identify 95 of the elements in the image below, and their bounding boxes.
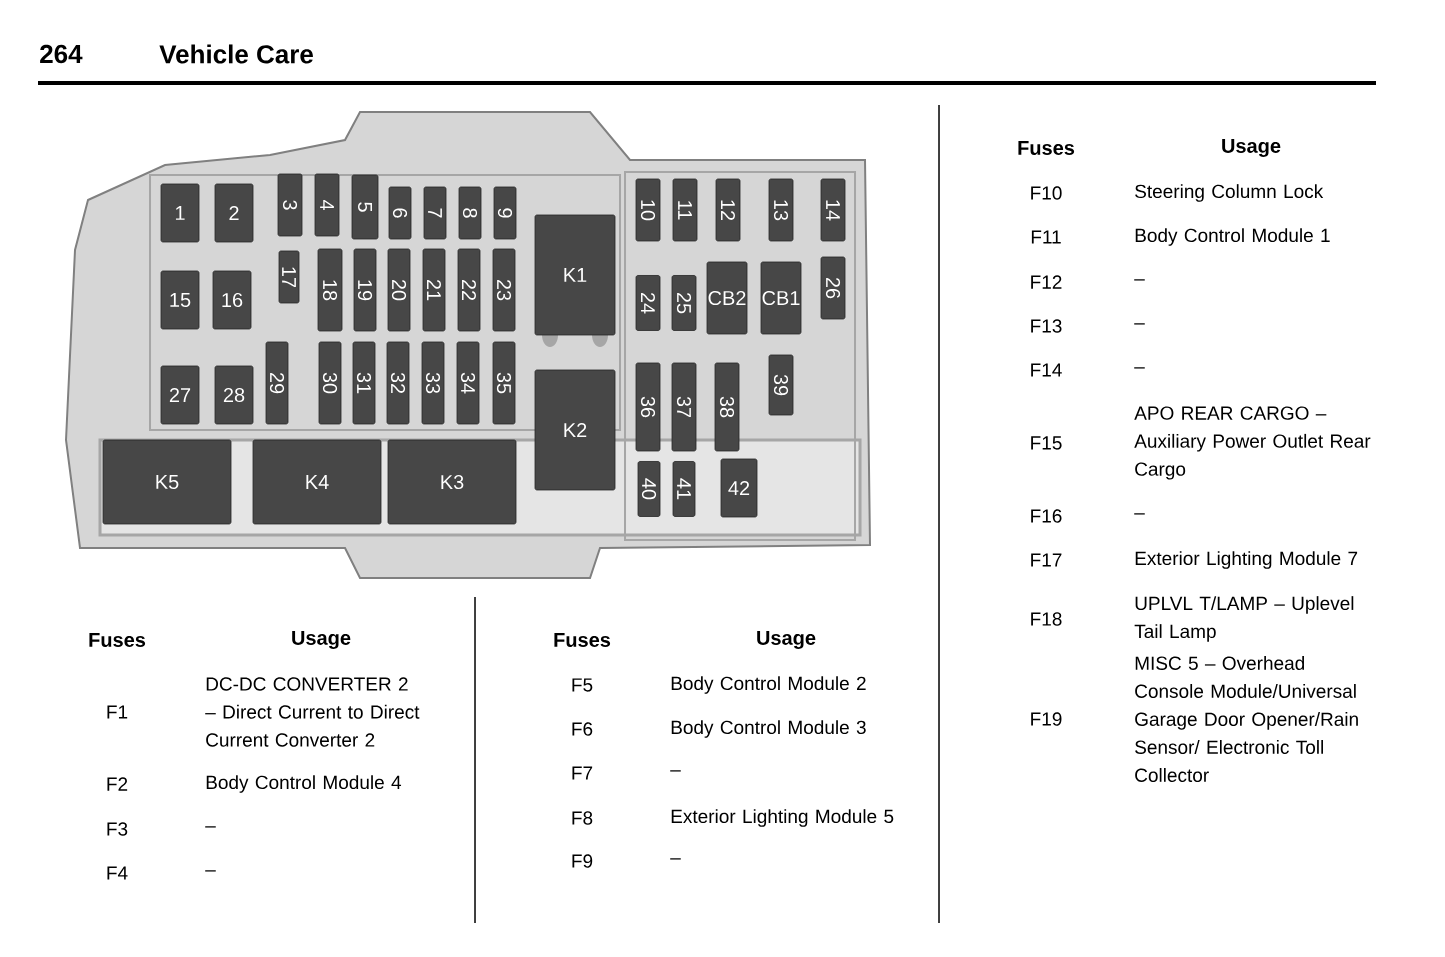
relay-block: K3: [387, 439, 517, 525]
fuse-block: 35: [492, 341, 516, 425]
usage-text: –: [205, 826, 216, 828]
fuse-block: 8: [458, 186, 482, 240]
fuse-number: F16: [1031, 509, 1062, 523]
fuse-block: 23: [492, 248, 516, 332]
relay-block: K5: [102, 439, 232, 525]
column-header: Usage: [1222, 139, 1281, 157]
usage-text: –: [670, 770, 681, 772]
fuse-block: 38: [714, 362, 740, 452]
relay-block: K4: [252, 439, 382, 525]
fuse-block: 30: [318, 341, 342, 425]
usage-text: Body Control Module 1: [1135, 228, 1330, 246]
fuse-block: 26: [820, 256, 846, 320]
fuse-block: 29: [265, 341, 289, 425]
fuse-number: F3: [107, 822, 128, 836]
fuse-block: 19: [353, 248, 377, 332]
fuse-block: 21: [422, 248, 446, 332]
fuse-number: F11: [1031, 230, 1061, 244]
fuse-number: F7: [572, 766, 593, 780]
usage-text: APO REAR CARGO – Auxiliary Power Outlet Rear Cargo: [1134, 406, 1371, 480]
fuse-block: 42: [720, 458, 758, 518]
fuse-number: F17: [1031, 553, 1062, 567]
column-header: Fuses: [1018, 141, 1075, 155]
fuse-block: 13: [768, 178, 794, 242]
usage-text: Exterior Lighting Module 5: [671, 809, 894, 827]
fuse-block: 24: [635, 275, 661, 331]
usage-text: –: [670, 858, 681, 860]
fuse-block: 3: [277, 173, 303, 237]
fuse-block: 5: [351, 174, 379, 240]
fuse-number: F8: [572, 811, 593, 825]
fuse-number: F6: [572, 722, 593, 736]
usage-text: –: [1134, 279, 1145, 281]
usage-text: Body Control Module 4: [206, 775, 402, 793]
fuse-block: CB2: [706, 261, 748, 335]
fuse-number: F12: [1031, 275, 1062, 289]
column-header: Fuses: [89, 633, 146, 647]
usage-text: Body Control Module 2: [671, 676, 866, 694]
fuse-block: 16: [212, 270, 252, 330]
relay-block: K2: [534, 369, 616, 491]
fuse-block: 2: [214, 183, 254, 243]
fuse-block: 7: [423, 186, 447, 240]
fuse-block: 34: [456, 341, 480, 425]
fuse-block: 14: [820, 178, 846, 242]
fuse-number: F10: [1031, 186, 1062, 200]
fuse-number: F2: [107, 777, 128, 791]
fuse-block: 18: [317, 248, 343, 332]
fuse-block: 37: [671, 362, 697, 452]
fuse-block: 6: [388, 186, 412, 240]
fuse-block: 39: [768, 354, 794, 416]
fuse-number: F14: [1031, 363, 1062, 377]
fuse-number: F1: [107, 705, 128, 719]
fuse-block: 4: [314, 173, 340, 237]
fuse-number: F4: [107, 866, 128, 880]
usage-text: –: [1134, 323, 1145, 325]
column-header: Fuses: [554, 633, 611, 647]
fuse-block: 41: [672, 461, 696, 517]
fuse-block: 9: [493, 186, 517, 240]
fuse-block: 36: [635, 362, 661, 452]
fuse-block: 1: [160, 183, 200, 243]
fuse-block: 25: [671, 275, 697, 331]
page-title: Vehicle Care: [159, 44, 313, 64]
fuse-block: 33: [421, 341, 445, 425]
column-header: Usage: [292, 631, 351, 649]
page-number: 264: [40, 44, 83, 64]
fuse-block: 28: [214, 365, 254, 425]
fuse-block: 12: [715, 178, 741, 242]
fuse-block: 27: [160, 365, 200, 425]
fuse-block: CB1: [760, 261, 802, 335]
usage-text: –: [1134, 513, 1145, 515]
usage-text: –: [1134, 367, 1145, 369]
fuse-number: F13: [1031, 319, 1062, 333]
fuse-block: 15: [160, 270, 200, 330]
fuse-block: 17: [278, 250, 300, 304]
fuse-number: F19: [1031, 712, 1062, 726]
usage-text: Exterior Lighting Module 7: [1135, 551, 1358, 569]
fuse-block: 20: [387, 248, 411, 332]
fuse-block: 40: [637, 461, 661, 517]
fuse-block: 11: [672, 178, 698, 242]
fuse-block: 32: [386, 341, 410, 425]
usage-text: MISC 5 – Overhead Console Module/Universal Garage Door Opener/Rain Sensor/ Electronic Toll Collector: [1135, 656, 1358, 782]
usage-text: DC-DC CONVERTER 2 – Direct Current to Direct Current Converter 2: [205, 677, 420, 747]
usage-text: Steering Column Lock: [1135, 184, 1324, 202]
usage-text: Body Control Module 3: [671, 720, 866, 738]
column-header: Usage: [757, 631, 816, 649]
fuse-number: F5: [572, 678, 593, 692]
usage-text: –: [205, 870, 216, 872]
fuse-number: F15: [1031, 436, 1062, 450]
usage-text: UPLVL T/LAMP – Uplevel Tail Lamp: [1134, 596, 1354, 642]
fuse-block: 22: [457, 248, 481, 332]
fuse-number: F18: [1031, 612, 1062, 626]
fuse-number: F9: [572, 854, 593, 868]
fuse-block: 31: [352, 341, 376, 425]
relay-block: K1: [534, 214, 616, 336]
fuse-block: 10: [635, 178, 661, 242]
